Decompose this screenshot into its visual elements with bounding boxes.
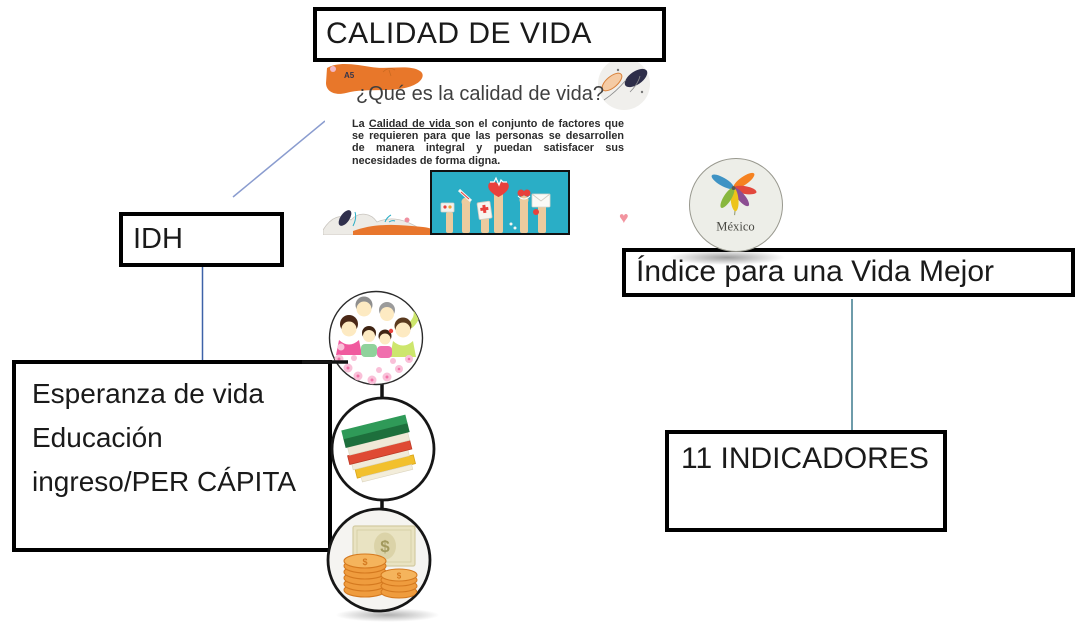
calidad-de-vida-label: CALIDAD DE VIDA [326,17,592,50]
calidad-de-vida-box: CALIDAD DE VIDA [313,7,666,62]
idh-box: IDH [119,212,284,267]
esperanza-line-1: Esperanza de vida [32,378,264,409]
leaves-decoration-top-right-icon [598,58,650,110]
logo-shadow [668,250,786,265]
definition-lead: La [352,118,369,130]
pink-heart-icon: ♥ [619,210,629,227]
heart-dot-icon [330,66,336,72]
books-circle-icon [330,396,436,502]
indicadores-box: 11 INDICADORES [665,430,947,532]
esperanza-line-2: Educación [32,422,163,453]
esperanza-box: Esperanza de vida Educación ingreso/PER … [12,360,332,552]
definition-rest: son el conjunto de factores que se requi… [352,118,624,167]
money-circle-icon: $ $ $ [326,507,432,613]
family-circle-icon [328,290,424,386]
money-circle-shadow [335,608,440,622]
slide-image: A5 ¿Qué es la calidad de vida? La Calida… [323,58,650,235]
esperanza-line-3: ingreso/PER CÁPITA [32,466,297,497]
coin-dollar-glyph: $ [362,557,367,567]
indice-vida-mejor-box: Índice para una Vida Mejor [622,248,1075,297]
orange-blob-icon [326,64,423,94]
leaves-decoration-bottom-left-icon [323,210,438,235]
idh-label: IDH [133,223,183,255]
oecd-mexico-logo: México [689,158,783,252]
definition-paragraph: La Calidad de vida son el conjunto de fa… [352,118,624,167]
coin-dollar-glyph: $ [397,572,402,581]
slide-title: ¿Qué es la calidad de vida? [356,83,604,105]
a5-badge: A5 [344,71,355,80]
definition-term: Calidad de vida [368,118,455,130]
medical-hands-illustration-icon [430,170,570,235]
indicadores-label: 11 INDICADORES [681,442,929,475]
connector-slide-to-idh [232,120,326,198]
banknote-dollar-glyph: $ [380,537,390,556]
mexico-label: México [716,220,754,234]
pinwheel-icon: México [711,172,757,234]
